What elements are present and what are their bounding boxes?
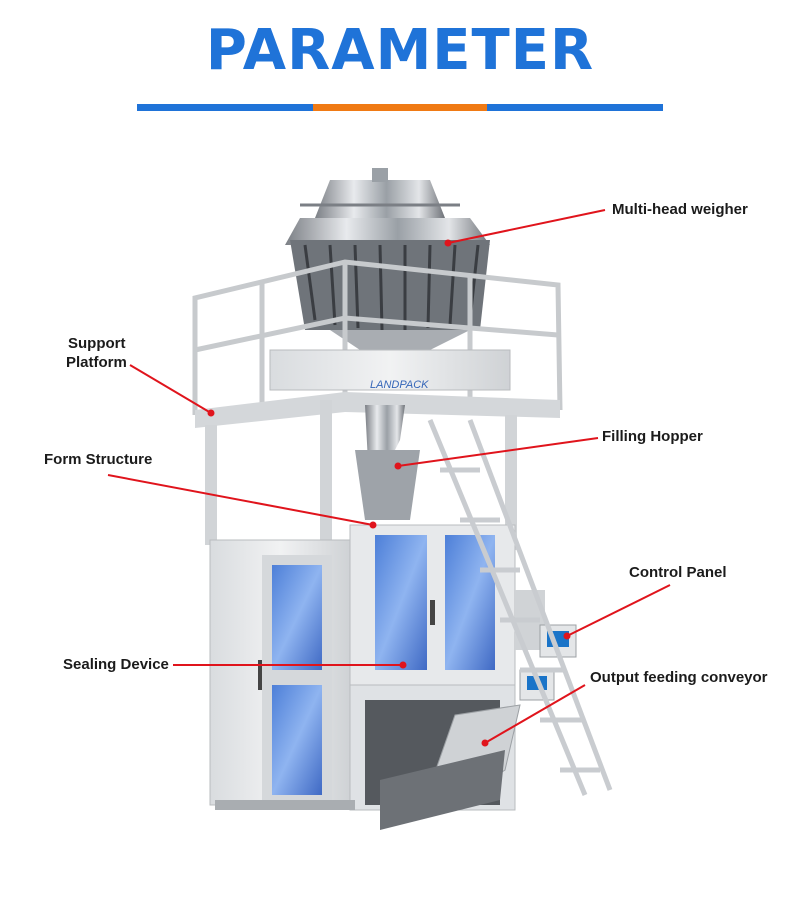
title-underline	[137, 104, 663, 111]
label-filling-hopper: Filling Hopper	[602, 428, 703, 445]
multihead-weigher-graphic	[285, 168, 490, 350]
label-form-structure: Form Structure	[44, 451, 153, 468]
leader-lines	[107, 209, 671, 747]
title-underline-accent	[313, 104, 487, 111]
label-support-platform-line2: Platform	[66, 354, 127, 371]
brand-logo: LANDPACK	[370, 379, 429, 391]
label-control-panel: Control Panel	[629, 564, 727, 581]
label-output-conveyor: Output feeding conveyor	[590, 669, 768, 686]
page-title: PARAMETER	[205, 18, 595, 83]
label-sealing-device: Sealing Device	[63, 656, 169, 673]
label-support-platform-line1: Support	[68, 335, 126, 352]
label-multihead-weigher: Multi-head weigher	[612, 201, 748, 218]
